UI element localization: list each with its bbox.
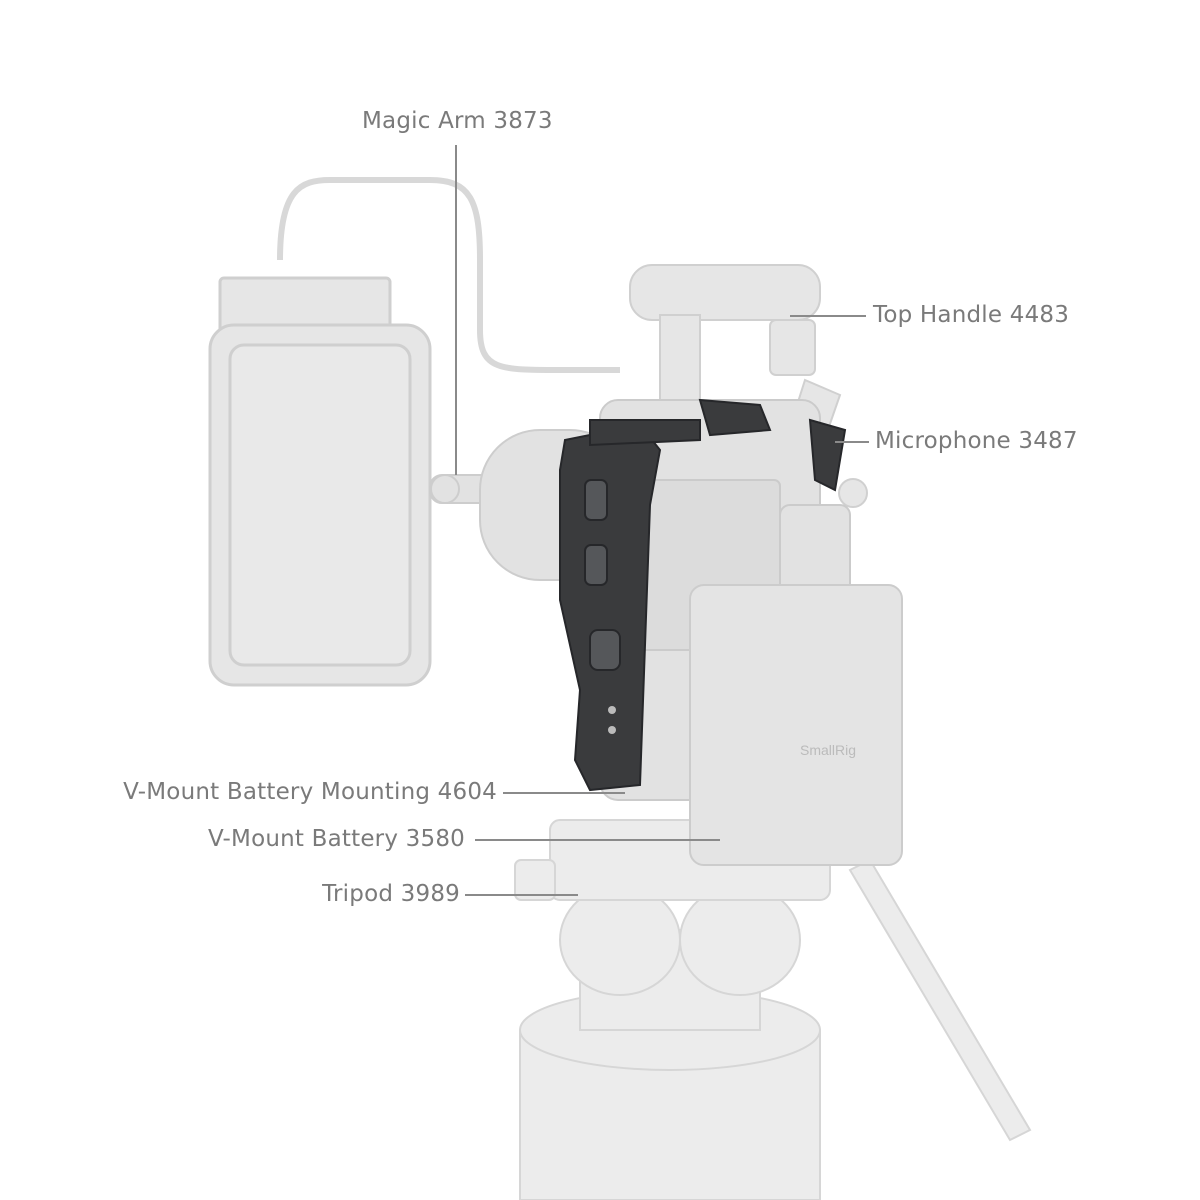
leader-line-top-handle [790,315,866,317]
callout-battery: V-Mount Battery 3580 [207,826,465,852]
cage-illustration [559,398,847,792]
monitor-illustration [208,276,432,687]
callout-battery-mounting: V-Mount Battery Mounting 4604 [123,779,497,805]
tripod-illustration [514,819,1032,1200]
leader-line-battery [475,839,720,841]
callout-microphone: Microphone 3487 [875,428,1078,454]
callout-top-handle: Top Handle 4483 [873,302,1070,328]
svg-text:SmallRig: SmallRig [800,742,856,758]
leader-line-magic-arm [455,145,457,475]
leader-line-microphone [835,441,869,443]
leader-line-tripod [465,894,578,896]
callout-tripod: Tripod 3989 [322,881,460,907]
leader-line-battery-mounting [503,792,625,794]
battery-illustration: SmallRig [689,584,903,866]
cable-illustration [277,177,620,373]
callout-magic-arm: Magic Arm 3873 [362,108,553,134]
